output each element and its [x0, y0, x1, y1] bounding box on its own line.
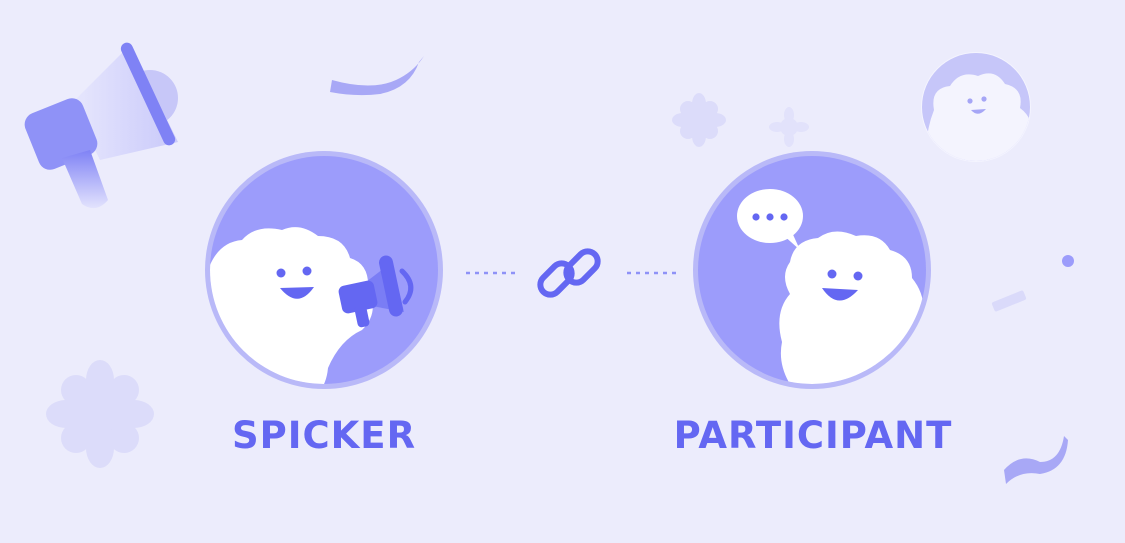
confetti-dot [1062, 255, 1074, 267]
confetti-ribbon-top [330, 56, 424, 96]
small-mascot-avatar [921, 52, 1031, 162]
decor-megaphone-icon [24, 42, 178, 209]
confetti-ribbon-bottom-right [1004, 436, 1068, 484]
link-icon [537, 248, 601, 298]
speaker-avatar [205, 151, 443, 389]
participant-avatar [693, 151, 931, 389]
participant-label: PARTICIPANT [673, 414, 953, 457]
confetti-bar [991, 290, 1027, 312]
star-icon [46, 360, 154, 468]
star-icon [672, 93, 726, 147]
chat-bubble-icon [737, 189, 803, 250]
megaphone-icon [338, 255, 414, 328]
speaker-label: SPICKER [231, 414, 417, 457]
star-icon [769, 107, 809, 147]
